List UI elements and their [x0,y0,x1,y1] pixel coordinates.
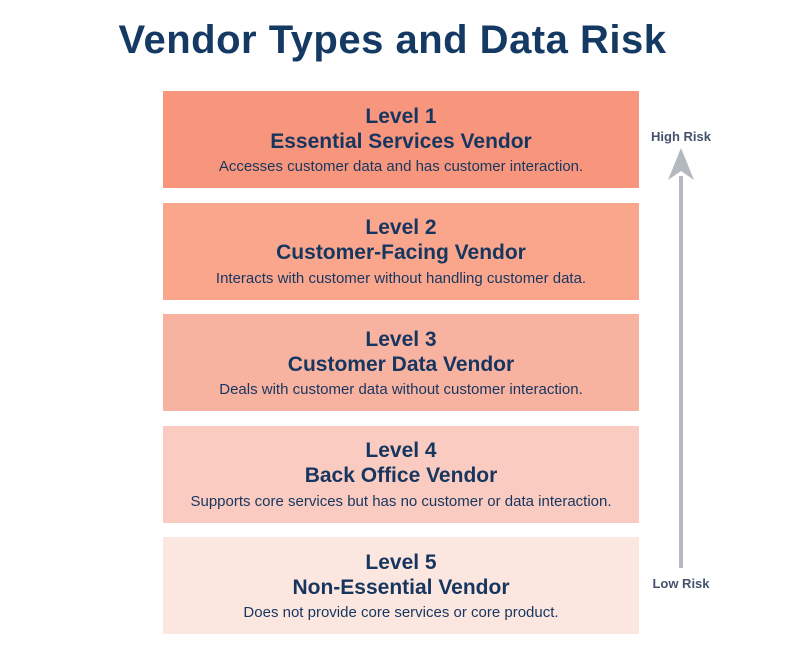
level-name: Customer Data Vendor [287,352,515,376]
level-description: Deals with customer data without custome… [219,381,583,399]
level-name: Customer-Facing Vendor [276,241,526,265]
level-number: Level 2 [365,216,437,240]
level-description: Supports core services but has no custom… [190,492,612,510]
level-number: Level 4 [365,439,437,463]
level-name: Essential Services Vendor [270,129,532,153]
level-name: Back Office Vendor [304,464,498,488]
level-number: Level 3 [365,327,437,351]
page-title: Vendor Types and Data Risk [118,18,667,62]
level-description: Interacts with customer without handling… [215,269,587,287]
level-number: Level 5 [365,550,437,574]
risk-arrow-head-icon [668,148,694,180]
level-description: Does not provide core services or core p… [243,604,559,622]
level-description: Accesses customer data and has customer … [218,158,584,176]
level-number: Level 1 [365,104,437,128]
low-risk-label: Low Risk [652,576,710,591]
level-name: Non-Essential Vendor [292,575,510,599]
high-risk-label: High Risk [651,129,711,144]
